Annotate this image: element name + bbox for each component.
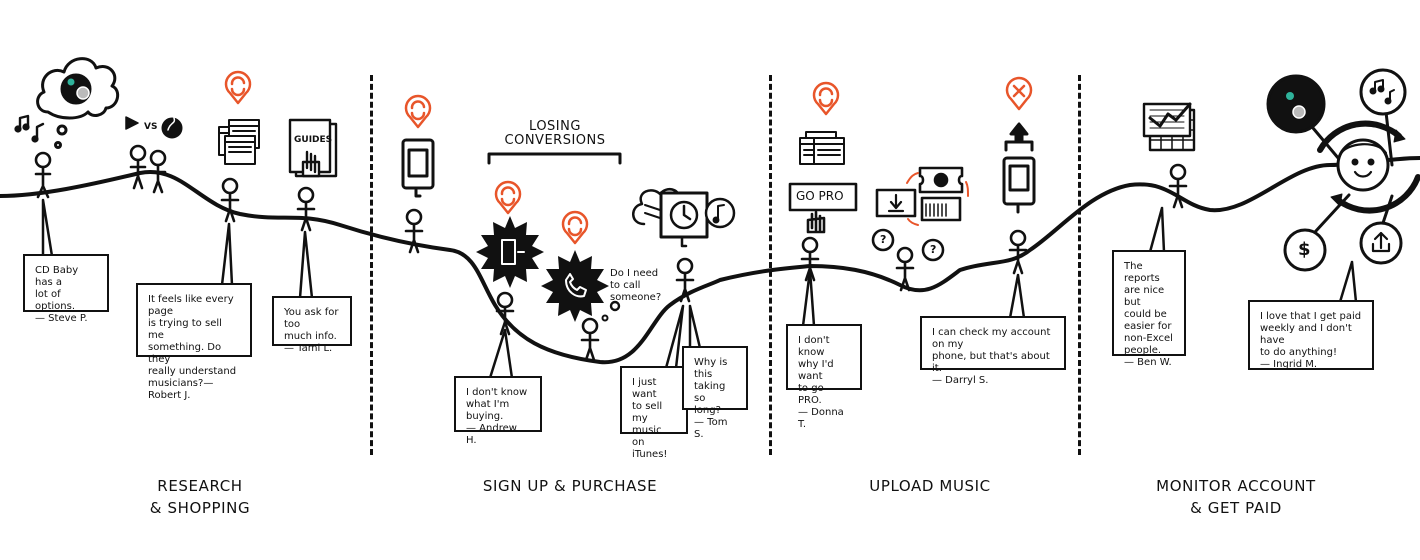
quote-bubble: The reports are nice but could be easier… — [1112, 250, 1186, 368]
stage-divider — [370, 75, 373, 455]
stage-label-research: RESEARCH & SHOPPING — [149, 477, 251, 517]
sync-pin-icon — [494, 180, 522, 215]
person-confused — [895, 246, 915, 292]
thought-dot — [601, 314, 609, 322]
guides-book-icon — [288, 118, 338, 178]
person-donna — [800, 236, 820, 282]
payout-hub — [1266, 68, 1420, 272]
stick-figures — [34, 144, 1188, 362]
error-pin-icon — [1005, 76, 1033, 111]
quote-bubble: I love that I get paid weekly and I don'… — [1248, 300, 1374, 370]
guides-label: GUIDES — [294, 135, 333, 145]
person-waiting — [675, 257, 695, 303]
exit-door-icon — [476, 216, 544, 288]
phone-icon — [401, 138, 435, 198]
person-robert — [220, 177, 240, 223]
person-ben — [1168, 163, 1188, 209]
quote-bubble: You ask for too much info. — Tami L. — [272, 296, 352, 354]
sync-pin-icon — [224, 70, 252, 105]
quote-bubble: Why is this taking so long? — Tom S. — [682, 346, 748, 440]
clock-icon — [632, 187, 736, 248]
sync-pin-icon — [812, 81, 840, 116]
question-mark-icon: ? — [930, 243, 937, 256]
person-steve — [34, 151, 52, 199]
fire-logo-icon — [161, 117, 183, 139]
person-phone-signup — [404, 208, 424, 254]
person-calling — [580, 317, 600, 362]
quote-bubble: I can check my account on my phone, but … — [920, 316, 1066, 386]
cloud-icon — [36, 57, 120, 149]
vs-label: VS — [144, 122, 158, 132]
phone-upload-icon — [1002, 122, 1036, 214]
stage-label-monitor: MONITOR ACCOUNT & GET PAID — [1156, 477, 1316, 517]
music-note-icon — [14, 114, 45, 143]
person-comparing-2 — [149, 149, 167, 194]
journey-line — [0, 156, 1420, 365]
quote-bubble: I just want to sell my music on iTunes! — [620, 366, 688, 460]
losing-conversions-bracket — [487, 152, 622, 165]
person-andrew — [495, 291, 515, 336]
stage-divider — [1078, 75, 1081, 455]
quote-bubble: It feels like every page is trying to se… — [136, 283, 252, 401]
quote-bubble: CD Baby has a lot of options. — Steve P. — [23, 254, 109, 324]
stage-divider — [769, 75, 772, 455]
go-pro-button-icon — [788, 182, 858, 234]
browser-windows-icon — [218, 119, 260, 165]
play-icon — [125, 116, 139, 130]
person-comparing-1 — [129, 144, 147, 190]
sync-pin-icon — [404, 94, 432, 129]
person-tami — [296, 186, 316, 232]
bubble-pointers — [41, 198, 1358, 380]
phone-call-icon — [541, 250, 609, 322]
stage-label-signup: SIGN UP & PURCHASE — [482, 477, 658, 495]
thought-dot — [609, 300, 621, 312]
stage-label-upload: UPLOAD MUSIC — [869, 477, 991, 495]
sync-pin-icon — [561, 210, 589, 245]
quote-bubble: I don't know what I'm buying. — Andrew H… — [454, 376, 542, 446]
dollar-icon: $ — [1298, 239, 1311, 260]
person-darryl — [1008, 229, 1028, 275]
losing-conversions-label: LOSING CONVERSIONS — [504, 119, 606, 148]
browser-windows-icon — [799, 131, 845, 165]
report-spreadsheet-icon — [1142, 102, 1196, 152]
question-mark-icon: ? — [880, 233, 887, 246]
go-pro-label: GO PRO — [796, 189, 844, 203]
upload-cycle-icon — [871, 166, 969, 262]
thought-call: Do I need to call someone? — [610, 268, 662, 303]
quote-bubble: I don't know why I'd want to go PRO. — D… — [786, 324, 862, 430]
